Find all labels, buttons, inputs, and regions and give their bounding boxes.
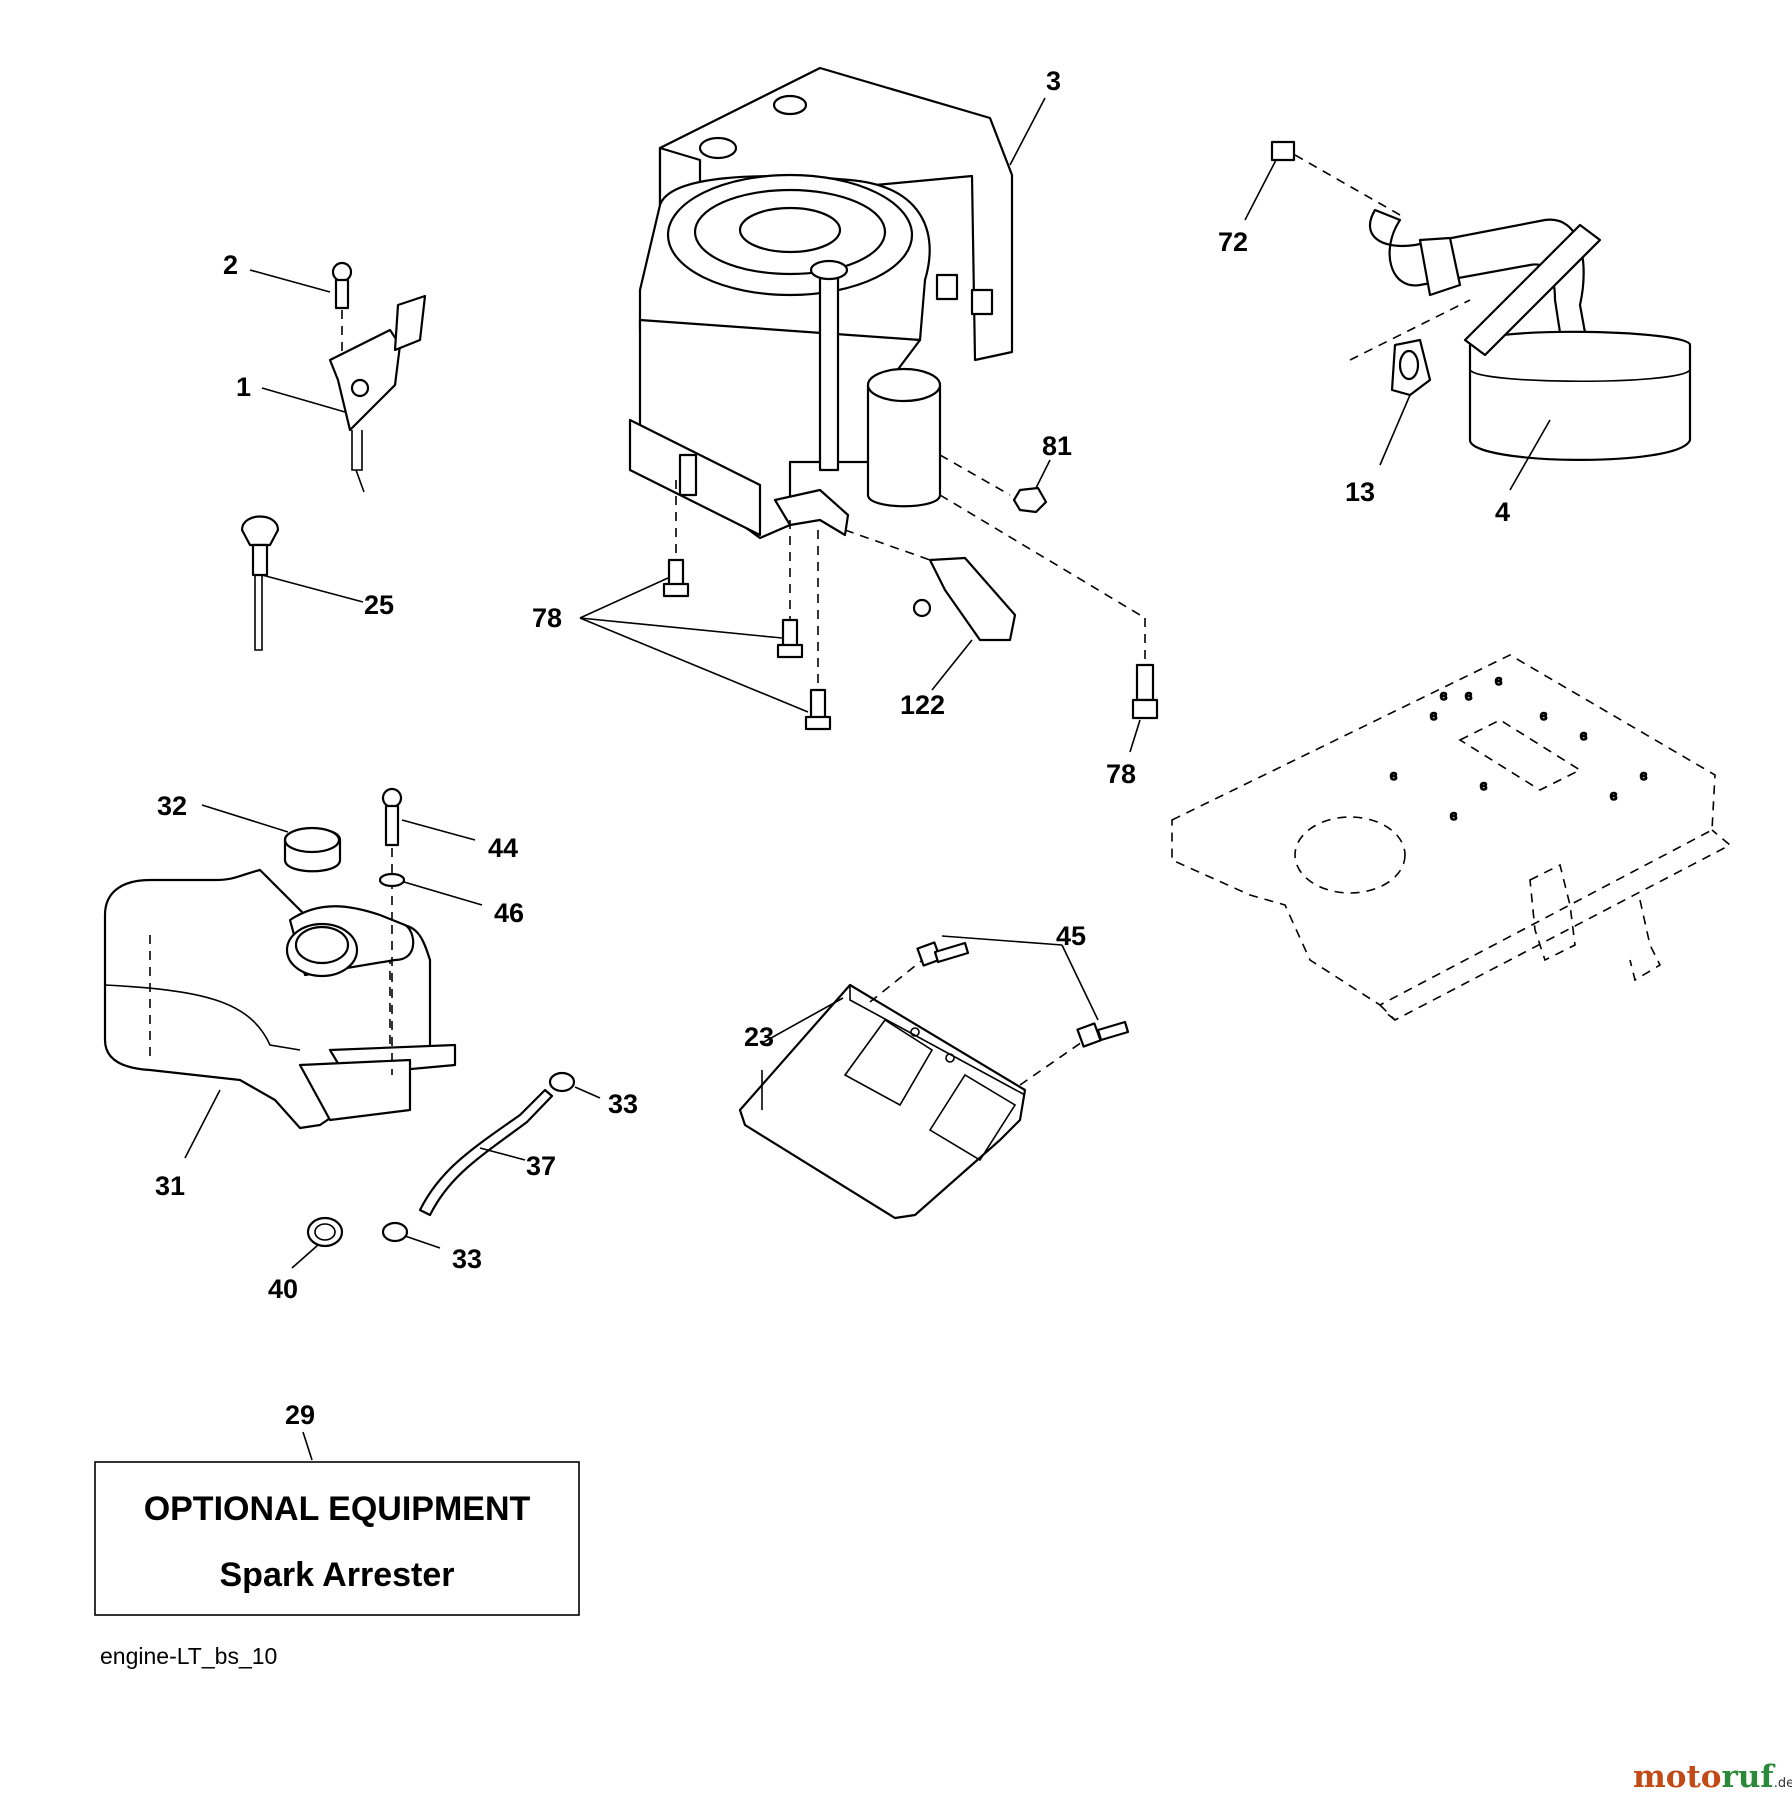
motoruf-logo: motoruf.de (1633, 1759, 1792, 1795)
label-13: 13 (1345, 477, 1375, 507)
svg-text:ɞ: ɞ (1580, 727, 1587, 743)
label-72: 72 (1218, 227, 1248, 257)
label-23: 23 (744, 1022, 774, 1052)
label-31: 31 (155, 1171, 185, 1201)
heat-shield (738, 983, 1027, 1220)
grommet (306, 1216, 344, 1248)
label-3: 3 (1046, 66, 1061, 96)
clamp-upper (548, 1071, 576, 1093)
label-122: 122 (900, 690, 945, 720)
label-1: 1 (236, 372, 251, 402)
spark-arrester-label: Spark Arrester (220, 1556, 455, 1594)
optional-equipment-title: OPTIONAL EQUIPMENT (144, 1490, 531, 1528)
label-32: 32 (157, 791, 187, 821)
choke-knob (240, 515, 280, 651)
svg-text:ɞ: ɞ (1390, 767, 1397, 783)
label-40: 40 (268, 1274, 298, 1304)
throttle-control (328, 294, 427, 493)
leader-lines (184, 97, 1551, 1461)
logo-part-moto: moto (1633, 1759, 1721, 1795)
washer-46 (378, 872, 406, 888)
svg-text:ɞ: ɞ (1450, 807, 1457, 823)
label-37: 37 (526, 1151, 556, 1181)
muffler (1270, 140, 1692, 461)
part-labels: 3 2 1 25 78 122 78 81 72 13 4 32 44 46 3… (155, 66, 1510, 1430)
label-45: 45 (1056, 921, 1086, 951)
svg-text:motoruf.de: motoruf.de (1633, 1759, 1792, 1795)
diagram-reference: engine-LT_bs_10 (100, 1643, 277, 1669)
label-81: 81 (1042, 431, 1072, 461)
nut-81 (939, 454, 1048, 514)
svg-text:ɞ: ɞ (1480, 777, 1487, 793)
screw-2 (331, 261, 353, 352)
logo-suffix: .de (1774, 1776, 1792, 1791)
fuel-tank (103, 868, 457, 1130)
engine-bolts (662, 480, 1159, 731)
label-2: 2 (223, 250, 238, 280)
svg-text:ɞ: ɞ (1440, 687, 1447, 703)
svg-text:ɞ: ɞ (1430, 707, 1437, 723)
label-44: 44 (488, 833, 518, 863)
clamp-lower (381, 1221, 409, 1243)
label-46: 46 (494, 898, 524, 928)
svg-text:ɞ: ɞ (1610, 787, 1617, 803)
fuel-cap (283, 826, 342, 873)
label-4: 4 (1495, 497, 1510, 527)
engine (628, 66, 1014, 540)
label-25: 25 (364, 590, 394, 620)
svg-text:ɞ: ɞ (1495, 672, 1502, 688)
label-33-upper: 33 (608, 1089, 638, 1119)
label-29: 29 (285, 1400, 315, 1430)
fuel-line (418, 1088, 554, 1217)
svg-text:ɞ: ɞ (1540, 707, 1547, 723)
svg-text:ɞ: ɞ (1640, 767, 1647, 783)
logo-part-ruf: ruf (1721, 1759, 1775, 1795)
label-78-group: 78 (532, 603, 562, 633)
optional-equipment-box: OPTIONAL EQUIPMENT Spark Arrester (94, 1461, 580, 1616)
frame-holes: ɞ ɞ ɞ ɞ ɞ ɞ ɞ ɞ ɞ ɞ ɞ (1389, 671, 1648, 824)
shield (844, 529, 1017, 642)
label-33-lower: 33 (452, 1244, 482, 1274)
svg-text:ɞ: ɞ (1465, 687, 1472, 703)
label-78-single: 78 (1106, 759, 1136, 789)
screws-45 (869, 941, 1130, 1086)
frame: ɞ ɞ ɞ ɞ ɞ ɞ ɞ ɞ ɞ ɞ ɞ (1171, 654, 1732, 1021)
screw-44 (381, 787, 403, 920)
